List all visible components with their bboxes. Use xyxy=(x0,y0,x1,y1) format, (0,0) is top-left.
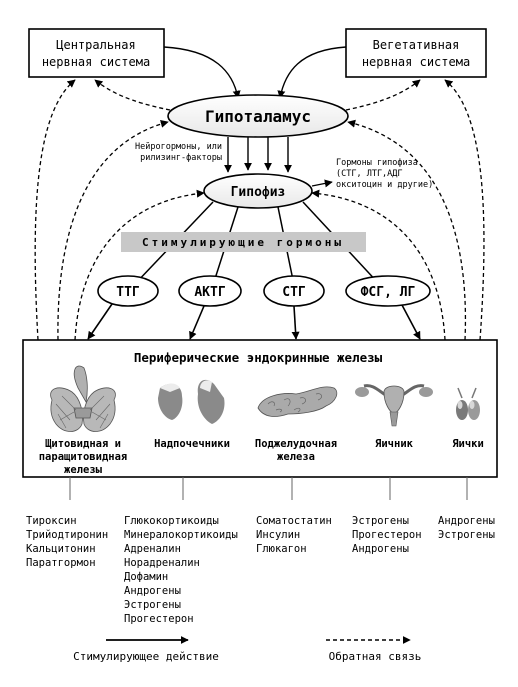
gland-label-pancreas-2: железа xyxy=(277,451,315,463)
feedback-box-pit-left xyxy=(74,189,205,341)
pituitary-hormones-label-3: окситоцин и другие) xyxy=(336,180,433,190)
hormone-item: Адреналин xyxy=(124,543,181,555)
adrenal-icon xyxy=(158,379,225,424)
arrow-fsg-box xyxy=(401,304,421,340)
cns-box xyxy=(28,28,165,78)
gland-label-ovary: Яичник xyxy=(375,438,414,450)
ans-label-1: Вегетативная xyxy=(373,38,460,52)
feedback-box-ans xyxy=(444,79,485,341)
hormone-list-testes: Андрогены Эстрогены xyxy=(438,515,495,541)
arrow-stg-box xyxy=(291,305,300,340)
hormone-item: Андрогены xyxy=(438,515,495,527)
hormone-item: Соматостатин xyxy=(256,515,332,527)
pancreas-icon xyxy=(257,386,338,417)
hormone-item: Прогестерон xyxy=(124,613,194,625)
ans-label-2: нервная система xyxy=(362,55,470,69)
feedback-box-hypo-left xyxy=(57,119,169,341)
cns-label-2: нервная система xyxy=(42,55,150,69)
gland-label-thyroid-1: Щитовидная и xyxy=(45,438,121,450)
hormone-item: Инсулин xyxy=(256,529,300,541)
legend-stimulating-label: Стимулирующее действие xyxy=(73,650,219,663)
hormone-item: Паратгормон xyxy=(26,557,96,569)
feedback-hypo-cns xyxy=(94,79,171,111)
legend-feedback-label: Обратная связь xyxy=(329,650,422,663)
neurohormones-label-1: Нейрогормоны, или xyxy=(135,142,222,152)
hypothalamus-oval xyxy=(167,94,349,138)
fsg-lg-label: ФСГ, ЛГ xyxy=(361,285,416,300)
hormone-item: Трийодтиронин xyxy=(26,529,108,541)
hormone-item: Эстрогены xyxy=(124,599,181,611)
ovary-icon xyxy=(355,384,433,427)
stimulating-hormones-label: Стимулирующие гормоны xyxy=(142,236,344,249)
aktg-oval xyxy=(178,275,242,307)
hormone-item: Минералокортикоиды xyxy=(124,529,238,541)
ans-box xyxy=(345,28,487,78)
pituitary-label: Гипофиз xyxy=(231,185,286,200)
hormone-item: Кальцитонин xyxy=(26,543,96,555)
hypothalamus-label: Гипоталамус xyxy=(205,107,311,126)
neurohormones-label-2: рилизинг-факторы xyxy=(140,153,222,163)
gland-label-thyroid-3: железы xyxy=(64,464,103,476)
hormone-item: Андрогены xyxy=(352,543,409,555)
hormone-item: Эстрогены xyxy=(438,529,495,541)
peripheral-glands-title: Периферические эндокринные железы xyxy=(134,350,383,365)
arrow-aktg-box xyxy=(189,305,205,340)
gland-label-thyroid-2: паращитовидная xyxy=(39,451,128,463)
feedback-box-hypo-right xyxy=(347,119,467,341)
thyroid-icon xyxy=(50,365,116,432)
hormone-item: Прогестерон xyxy=(352,529,422,541)
gland-label-adrenal: Надпочечники xyxy=(154,438,230,450)
hormone-item: Андрогены xyxy=(124,585,181,597)
arrow-pit-hormones xyxy=(311,179,333,188)
arrow-cns-hypothalamus xyxy=(163,46,241,99)
hormone-item: Норадреналин xyxy=(124,557,200,569)
arrow-ans-hypothalamus xyxy=(277,46,347,99)
pituitary-hormones-label-2: (СТГ, ЛТГ,АДГ xyxy=(336,169,403,179)
hormone-list-adrenal: Глюкокортикоиды Минералокортикоиды Адрен… xyxy=(124,515,238,625)
gland-label-testes: Яички xyxy=(452,438,484,450)
hormone-list-thyroid: Тироксин Трийодтиронин Кальцитонин Парат… xyxy=(26,515,108,569)
hormone-list-ovary: Эстрогены Прогестерон Андрогены xyxy=(352,515,422,555)
gland-label-pancreas-1: Поджелудочная xyxy=(255,438,337,450)
arrow-ttg-box xyxy=(87,303,113,340)
aktg-label: АКТГ xyxy=(194,285,225,300)
pituitary-hormones-label-1: Гормоны гипофиза xyxy=(336,158,418,168)
hormone-item: Тироксин xyxy=(26,515,77,527)
hormone-item: Эстрогены xyxy=(352,515,409,527)
stimulating-hormones-banner xyxy=(121,232,366,252)
ttg-oval xyxy=(97,275,159,307)
ttg-label: ТТГ xyxy=(116,285,140,300)
cns-label-1: Центральная xyxy=(56,38,135,52)
feedback-hypo-ans xyxy=(345,79,421,111)
hormone-item: Дофамин xyxy=(124,571,168,583)
testes-icon xyxy=(456,387,480,420)
fsg-lg-oval xyxy=(345,275,431,307)
feedback-box-pit-right xyxy=(311,189,446,341)
hormone-item: Глюкокортикоиды xyxy=(124,515,219,527)
stg-label: СТГ xyxy=(282,285,306,300)
hormone-item: Глюкагон xyxy=(256,543,307,555)
feedback-box-cns xyxy=(34,79,76,341)
hormone-list-pancreas: Соматостатин Инсулин Глюкагон xyxy=(256,515,332,555)
